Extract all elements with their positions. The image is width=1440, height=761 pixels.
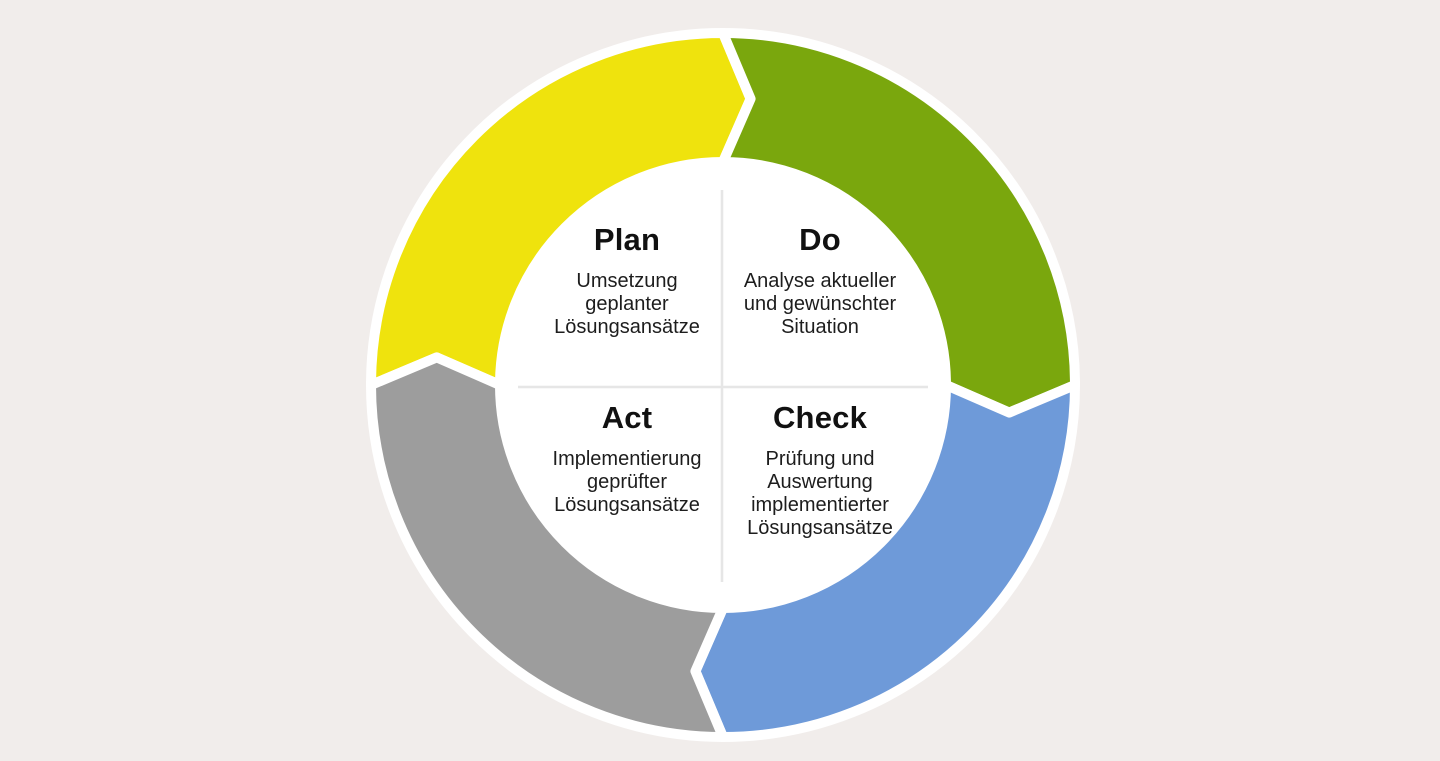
quadrant-check-line: Lösungsansätze xyxy=(747,517,893,539)
quadrant-do-description: Analyse aktueller und gewünschter Situat… xyxy=(704,270,936,339)
quadrant-plan-title: Plan xyxy=(593,222,661,257)
quadrant-check-line: implementierter xyxy=(751,494,889,516)
quadrant-act-description: Implementierung geprüfter Lösungsansätze xyxy=(511,448,743,517)
quadrant-plan: Plan Umsetzung geplanter Lösungsansätze xyxy=(511,221,743,339)
quadrant-plan-line: geplanter xyxy=(585,293,669,315)
quadrant-act-title: Act xyxy=(601,400,653,435)
quadrant-plan-line: Umsetzung xyxy=(576,270,678,292)
quadrant-do-line: Analyse aktueller xyxy=(743,270,897,292)
quadrant-check-line: Prüfung und xyxy=(765,448,875,470)
quadrant-act-line: Lösungsansätze xyxy=(554,494,700,516)
quadrant-plan-line: Lösungsansätze xyxy=(554,316,700,338)
quadrant-do-line: und gewünschter xyxy=(743,293,897,315)
quadrant-act: Act Implementierung geprüfter Lösungsans… xyxy=(511,399,743,517)
quadrant-do-line: Situation xyxy=(781,316,859,338)
quadrant-act-line: geprüfter xyxy=(586,471,668,493)
quadrant-check-title: Check xyxy=(772,400,868,435)
quadrant-act-line: Implementierung xyxy=(552,448,702,470)
quadrant-do: Do Analyse aktueller und gewünschter Sit… xyxy=(704,221,936,339)
quadrant-plan-description: Umsetzung geplanter Lösungsansätze xyxy=(511,270,743,339)
quadrant-check-line: Auswertung xyxy=(767,471,873,493)
quadrant-check-description: Prüfung und Auswertung implementierter L… xyxy=(704,448,936,540)
quadrant-do-title: Do xyxy=(799,222,841,257)
quadrant-check: Check Prüfung und Auswertung implementie… xyxy=(704,399,936,540)
